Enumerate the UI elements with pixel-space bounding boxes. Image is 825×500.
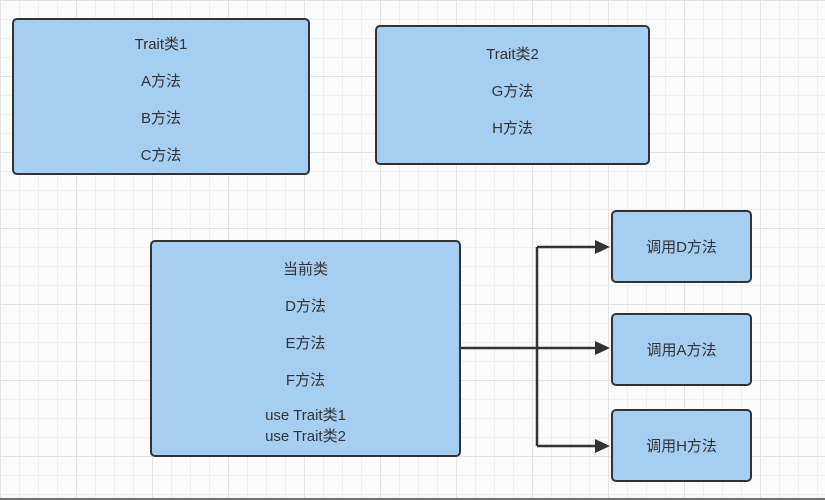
trait2-title: Trait类2 <box>486 46 539 63</box>
trait1-method-c: C方法 <box>140 147 182 164</box>
current-method-f: F方法 <box>285 372 326 389</box>
trait2-method-g: G方法 <box>491 83 534 100</box>
current-class-title: 当前类 <box>282 261 328 278</box>
arrowhead-bottom <box>595 439 610 453</box>
trait1-method-a: A方法 <box>140 73 181 90</box>
current-class-shape[interactable]: 当前类 D方法 E方法 F方法 use Trait类1 use Trait类2 <box>150 240 461 457</box>
call-d-method-shape[interactable]: 调用D方法 <box>611 210 752 283</box>
use-trait2-statement: use Trait类2 <box>265 428 346 445</box>
use-trait1-statement: use Trait类1 <box>265 407 346 424</box>
call-h-method-shape[interactable]: 调用H方法 <box>611 409 752 482</box>
canvas-bottom-edge <box>0 498 825 500</box>
arrowhead-middle <box>595 341 610 355</box>
call-a-method-shape[interactable]: 调用A方法 <box>611 313 752 386</box>
use-statements: use Trait类1 use Trait类2 <box>152 404 459 446</box>
call-h-label: 调用H方法 <box>646 438 717 455</box>
call-a-label: 调用A方法 <box>646 342 717 359</box>
trait1-title: Trait类1 <box>134 36 188 53</box>
trait2-class-shape[interactable]: Trait类2 G方法 H方法 <box>375 25 650 165</box>
current-method-e: E方法 <box>285 335 326 352</box>
arrowhead-top <box>595 240 610 254</box>
trait1-class-shape[interactable]: Trait类1 A方法 B方法 C方法 <box>12 18 310 175</box>
trait1-method-b: B方法 <box>140 110 181 127</box>
trait2-method-h: H方法 <box>492 120 533 137</box>
call-d-label: 调用D方法 <box>646 239 717 256</box>
current-method-d: D方法 <box>285 298 326 315</box>
